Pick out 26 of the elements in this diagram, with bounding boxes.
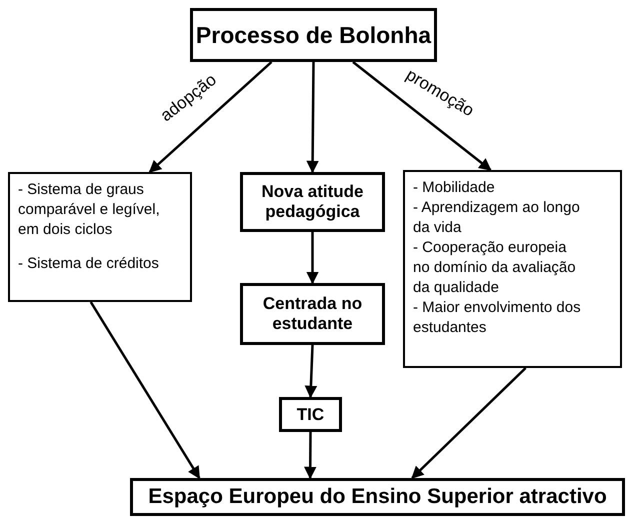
process-box [240, 283, 385, 345]
arrow [352, 61, 492, 171]
node-label: Centrada no estudante [262, 294, 364, 334]
list-box [403, 170, 622, 368]
arrow [304, 432, 316, 480]
node-label: Espaço Europeu do Ensino Superior atractivo [148, 485, 607, 509]
node-label: Nova atitude pedagógica [260, 182, 365, 222]
list-item: - Cooperação europeia no domínio da avaliação da qualidade [413, 238, 577, 298]
arrow [304, 344, 318, 398]
process-box [279, 397, 342, 432]
process-box [190, 8, 437, 62]
arrow [411, 367, 527, 479]
list-item: - Sistema de créditos [18, 254, 160, 274]
arrow [90, 301, 200, 480]
list-item: - Sistema de graus comparável e legível, em dois ciclos [18, 180, 161, 240]
arrow [148, 61, 272, 173]
list-item: - Aprendizagem ao longo da vida [413, 198, 581, 238]
arrow [306, 232, 319, 284]
process-box [240, 172, 385, 232]
list-item: - Mobilidade [413, 178, 496, 198]
node-label: TIC [296, 404, 324, 424]
process-box [130, 478, 625, 516]
node-label: Processo de Bolonha [196, 22, 432, 48]
list-box [8, 172, 192, 302]
arrow [306, 62, 319, 174]
list-item: - Maior envolvimento dos estudantes [413, 298, 582, 338]
